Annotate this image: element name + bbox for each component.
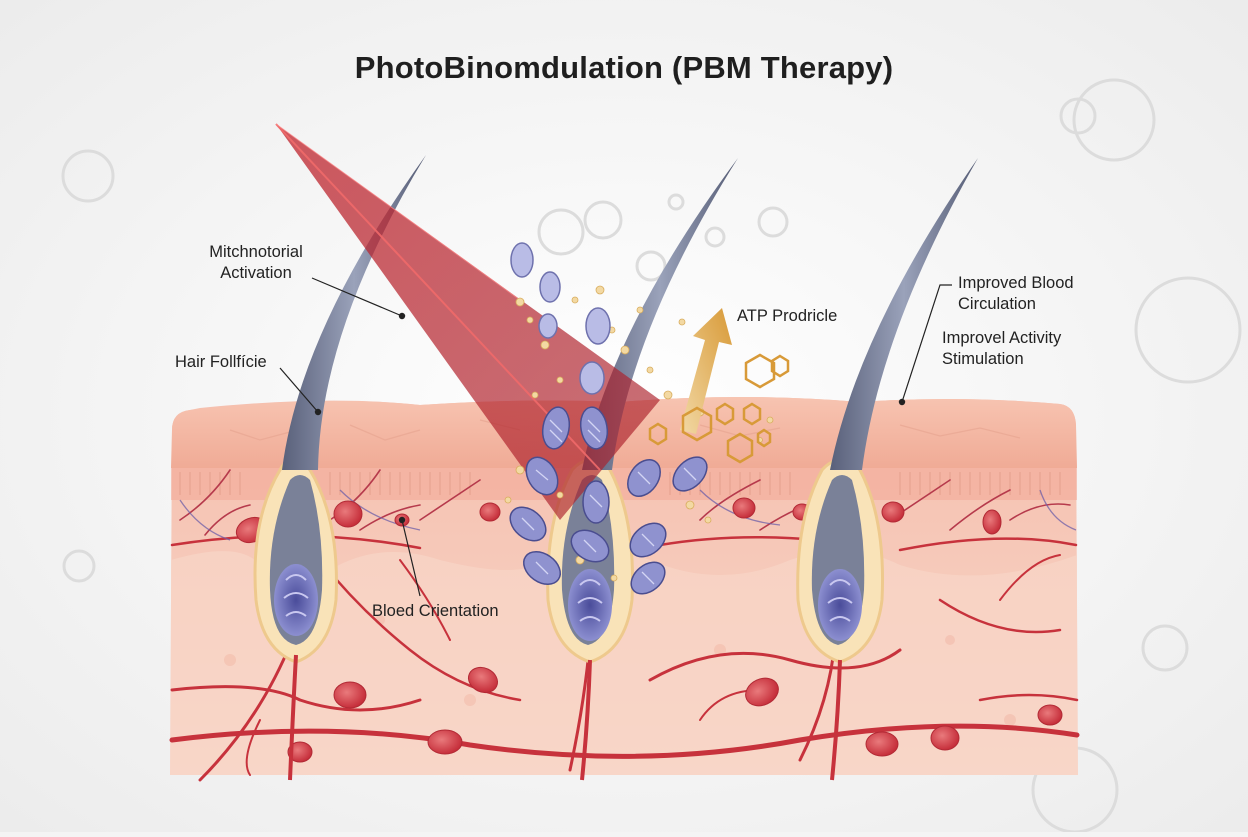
mitochondria xyxy=(509,242,708,595)
energy-particles xyxy=(504,285,774,582)
label-atp-production: ATP Prodricle xyxy=(737,307,838,325)
diagram-title: PhotoBinomdulation (PBM Therapy) xyxy=(354,50,894,85)
red-blood-cells xyxy=(235,497,1063,763)
leader-dots xyxy=(314,312,906,524)
leader-lines xyxy=(279,277,952,597)
decorative-bubbles xyxy=(61,78,1242,834)
atp-arrow xyxy=(680,308,732,434)
label-blood-circulation: Bloed Crientation xyxy=(372,602,499,620)
label-improved-activity-stimulation: Improvel Activity Stimulation xyxy=(942,328,1061,370)
hair-follicle-3 xyxy=(796,158,978,781)
label-mitochondrial-activation-line1: Mitchnotorial xyxy=(209,243,303,261)
label-improved-activity-stimulation-line1: Improvel Activity xyxy=(942,329,1062,347)
atp-molecules xyxy=(648,353,790,464)
label-mitochondrial-activation: Mitchnotorial Activation xyxy=(196,242,316,284)
label-improved-blood-circulation-line1: Improved Blood xyxy=(958,274,1074,292)
label-improved-activity-stimulation-line2: Stimulation xyxy=(942,350,1024,368)
label-mitochondrial-activation-line2: Activation xyxy=(220,264,292,282)
label-improved-blood-circulation: Improved Blood Circulation xyxy=(958,273,1074,315)
label-hair-follicle: Hair Follfície xyxy=(175,353,267,371)
label-improved-blood-circulation-line2: Circulation xyxy=(958,295,1036,313)
hair-follicle-1 xyxy=(253,155,426,781)
